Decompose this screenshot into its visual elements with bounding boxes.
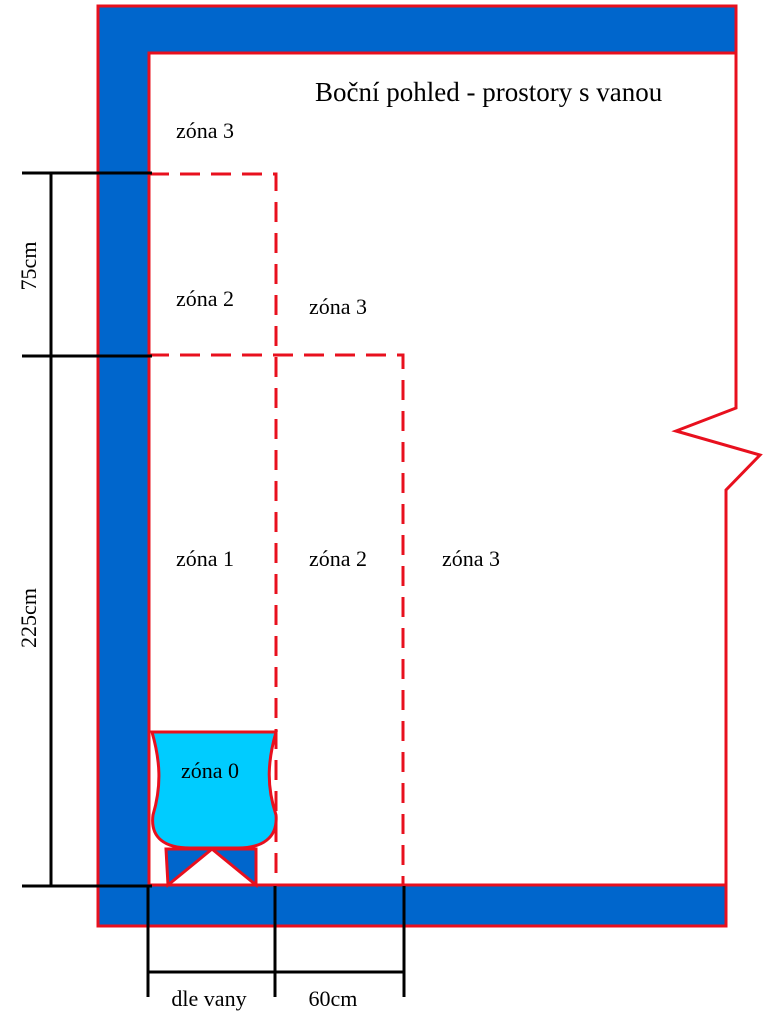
room-outline [149,51,763,887]
zone1-boundary-top [149,353,405,885]
label-zone3-lower: zóna 3 [442,546,500,571]
zone2-boundary-top [149,172,278,885]
bathtub-leg-right [207,847,258,889]
dim-label-bath-width: dle vany [171,986,246,1011]
dim-label-225cm: 225cm [16,588,41,648]
label-zone3-top: zóna 3 [176,118,234,143]
diagram-title: Boční pohled - prostory s vanou [315,77,663,107]
label-zone0: zóna 0 [181,758,239,783]
dim-label-75cm: 75cm [16,242,41,291]
label-zone3-mid: zóna 3 [309,294,367,319]
dim-label-60cm: 60cm [309,986,358,1011]
bathtub-body [150,730,278,850]
dimension-lines [22,171,406,997]
zone-boundaries [149,172,405,885]
label-zone2-lower: zóna 2 [309,546,367,571]
bathtub-leg-left [164,847,217,889]
label-zone2-upper: zóna 2 [176,286,234,311]
label-zone1: zóna 1 [176,546,234,571]
bathtub [150,730,278,889]
